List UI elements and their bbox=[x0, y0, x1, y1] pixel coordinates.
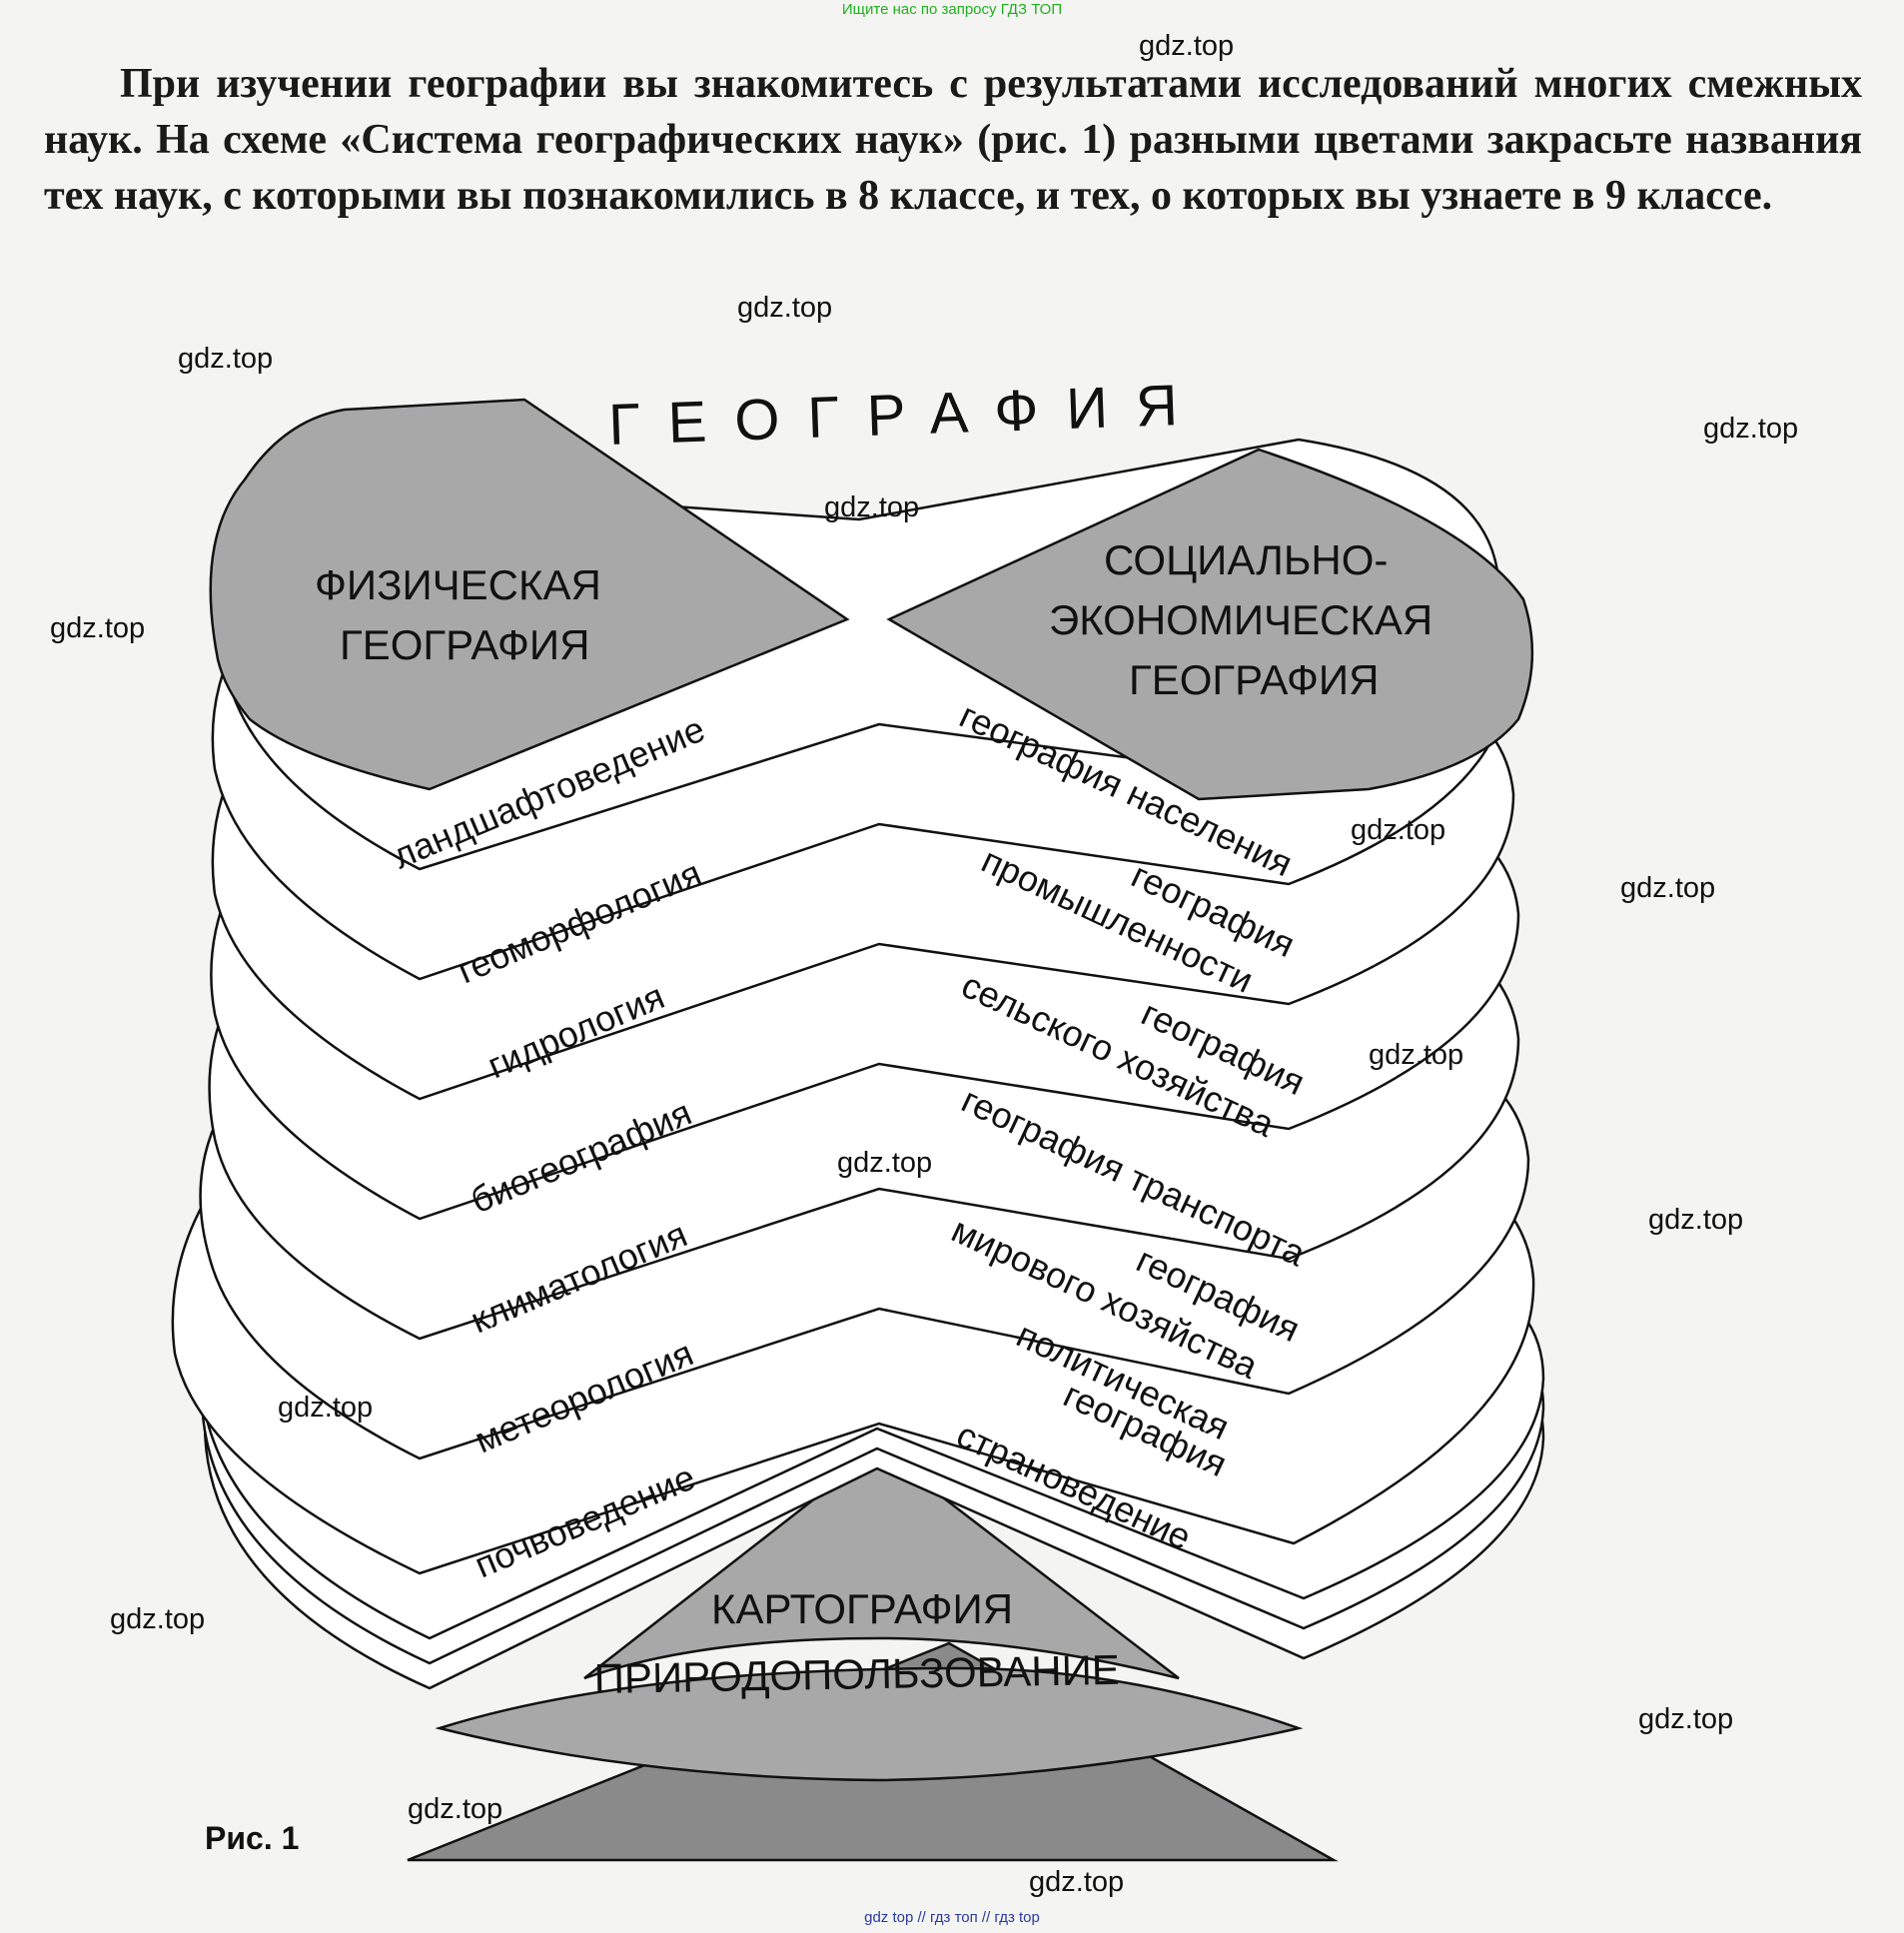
base-nature-use-band bbox=[435, 1666, 1304, 1782]
base-cartography-cone bbox=[583, 1447, 1180, 1680]
watermark: gdz.top bbox=[408, 1793, 503, 1825]
physical-geography-label-2: ГЕОГРАФИЯ bbox=[340, 621, 589, 668]
nature-use-label: ПРИРОДОПОЛЬЗОВАНИЕ bbox=[593, 1646, 1120, 1702]
socio-economic-geography-shape bbox=[886, 448, 1534, 801]
task-text: При изучении географии вы знакомитесь с … bbox=[44, 56, 1862, 224]
watermark: gdz.top bbox=[50, 612, 146, 644]
watermark: gdz.top bbox=[1703, 413, 1799, 445]
watermark: gdz.top bbox=[1351, 814, 1446, 846]
watermark: gdz.top bbox=[1029, 1866, 1125, 1898]
watermark: gdz.top bbox=[737, 292, 833, 324]
figure-caption: Рис. 1 bbox=[205, 1820, 300, 1856]
top-banner[interactable]: Ищите нас по запросу ГДЗ ТОП bbox=[841, 1, 1063, 18]
watermark: gdz.top bbox=[178, 343, 274, 375]
socio-economic-label-2: ЭКОНОМИЧЕСКАЯ bbox=[1049, 596, 1432, 643]
watermark: gdz.top bbox=[110, 1603, 206, 1635]
watermark: gdz.top bbox=[278, 1392, 374, 1424]
watermark: gdz.top bbox=[837, 1147, 933, 1179]
watermark: gdz.top bbox=[1638, 1703, 1734, 1735]
cartography-label: КАРТОГРАФИЯ bbox=[711, 1585, 1013, 1632]
watermark: gdz.top bbox=[1620, 872, 1716, 904]
watermark: gdz.top bbox=[1648, 1204, 1744, 1236]
physical-geography-shape bbox=[209, 398, 850, 791]
socio-economic-label-3: ГЕОГРАФИЯ bbox=[1129, 656, 1379, 703]
diagram-title: ГЕОГРАФИЯ bbox=[607, 372, 1207, 458]
bottom-banner[interactable]: gdz top // гдз топ // гдз top bbox=[864, 1909, 1040, 1926]
socio-economic-label-1: СОЦИАЛЬНО- bbox=[1104, 536, 1388, 583]
watermark: gdz.top bbox=[1369, 1039, 1464, 1071]
physical-geography-label-1: ФИЗИЧЕСКАЯ bbox=[315, 561, 601, 608]
watermark: gdz.top bbox=[824, 491, 920, 523]
task-text-body: При изучении географии вы знакомитесь с … bbox=[44, 61, 1862, 219]
watermark: gdz.top bbox=[1139, 30, 1235, 62]
